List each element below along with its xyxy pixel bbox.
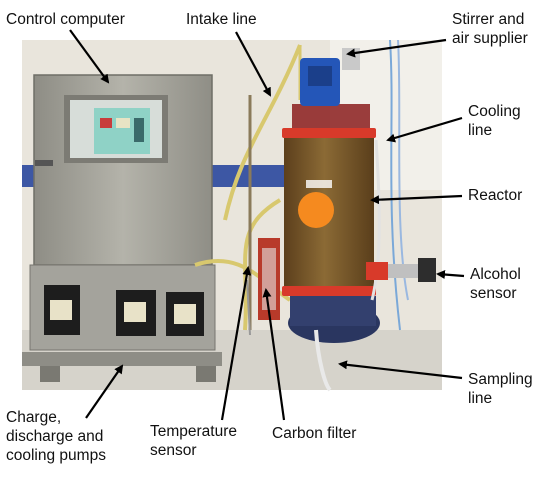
intake-tube bbox=[223, 44, 302, 221]
arrow-temperature-sensor bbox=[220, 266, 252, 421]
label-cooling-line: Cooling line bbox=[468, 103, 521, 139]
label-alcohol-sensor: Alcohol sensor bbox=[470, 266, 521, 302]
label-pumps: Charge, discharge and cooling pumps bbox=[6, 409, 106, 464]
temperature-probe bbox=[246, 279, 251, 336]
frings-logo bbox=[298, 192, 334, 228]
label-temperature-sensor: Temperature sensor bbox=[150, 423, 238, 459]
arrow-sampling-line bbox=[338, 360, 463, 380]
label-carbon-filter: Carbon filter bbox=[272, 425, 357, 442]
cabinet-handle bbox=[35, 160, 53, 166]
pump-base bbox=[22, 352, 222, 366]
label-control-computer: Control computer bbox=[6, 11, 125, 28]
arrow-cooling-line bbox=[386, 116, 463, 143]
arrow-intake-line bbox=[235, 31, 271, 97]
arrow-carbon-filter bbox=[262, 288, 286, 421]
arrow-alcohol-sensor bbox=[436, 270, 465, 280]
label-stirrer-air-supplier: Stirrer and air supplier bbox=[452, 11, 528, 47]
cooling-tube bbox=[370, 139, 381, 301]
label-sampling-line: Sampling line bbox=[468, 371, 533, 407]
reactor-top-ring bbox=[282, 128, 376, 138]
arrow-reactor bbox=[370, 194, 463, 205]
label-intake-line: Intake line bbox=[186, 11, 257, 28]
reactor-bottom-ring bbox=[282, 286, 376, 296]
label-reactor: Reactor bbox=[468, 187, 523, 204]
sampling-tube bbox=[314, 329, 332, 392]
arrow-pumps bbox=[85, 364, 124, 419]
alcohol-sensor-body bbox=[366, 262, 388, 280]
arrow-control-computer bbox=[69, 29, 110, 84]
arrow-stirrer bbox=[346, 38, 447, 58]
